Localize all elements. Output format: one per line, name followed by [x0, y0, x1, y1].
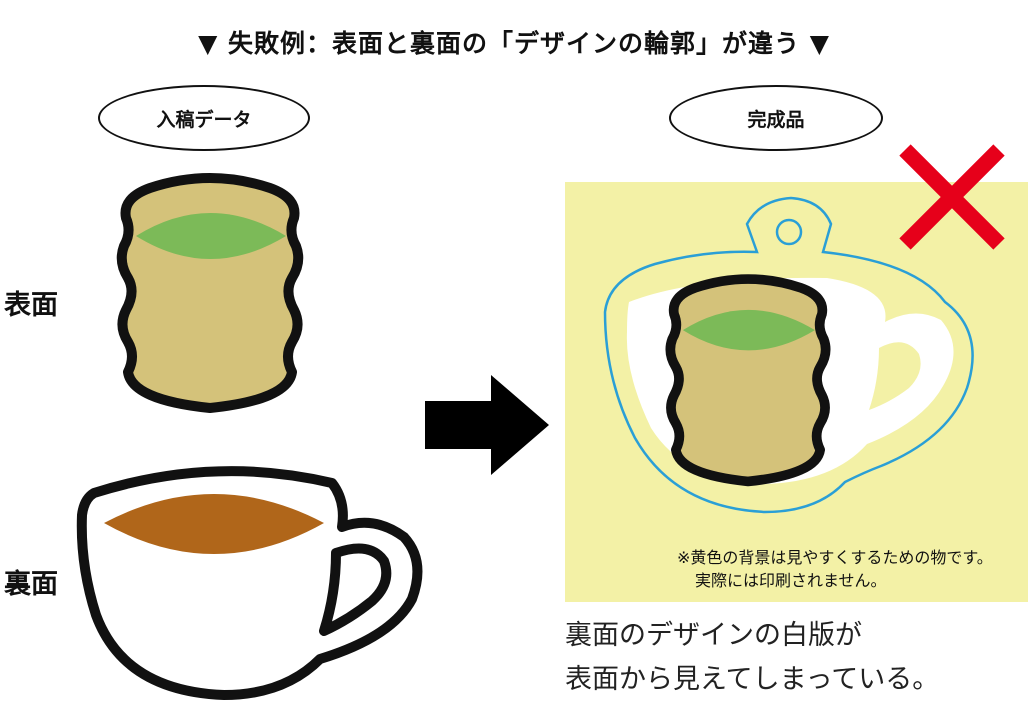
arrow-right-icon: [425, 375, 549, 475]
front-cup-body: [116, 173, 304, 413]
cross-mark-icon: [899, 144, 1005, 250]
cut-line: [603, 196, 974, 514]
back-cup-coffee: [104, 494, 324, 554]
back-cup-handle-hole: [319, 543, 392, 636]
note-line-2: 実際には印刷されません。: [695, 571, 887, 590]
caption-line-1: 裏面のデザインの白版が: [565, 620, 862, 651]
finished-cup-tea: [682, 309, 815, 351]
front-cup-illustration: [116, 173, 304, 413]
finished-product-illustration: [603, 196, 974, 514]
caption-line-2: 表面から見えてしまっている。: [565, 664, 940, 695]
strap-hole: [775, 218, 803, 246]
finished-product-label: 完成品: [669, 85, 883, 151]
front-cup-tea: [136, 213, 286, 259]
note-text: ※黄色の背景は見やすくするための物です。 実際には印刷されません。: [677, 546, 993, 592]
back-side-label: 裏面: [4, 569, 58, 600]
finished-cup-body: [665, 274, 831, 487]
submission-data-label: 入稿データ: [98, 85, 310, 151]
page-title: ▼ 失敗例：表面と裏面の「デザインの輪郭」が違う ▼: [198, 29, 830, 58]
back-cup-illustration: [76, 466, 423, 700]
front-side-label: 表面: [4, 290, 58, 321]
white-plate-handle-hole: [869, 342, 921, 410]
caption: 裏面のデザインの白版が 表面から見えてしまっている。: [565, 614, 939, 702]
note-line-1: ※黄色の背景は見やすくするための物です。: [677, 548, 993, 567]
